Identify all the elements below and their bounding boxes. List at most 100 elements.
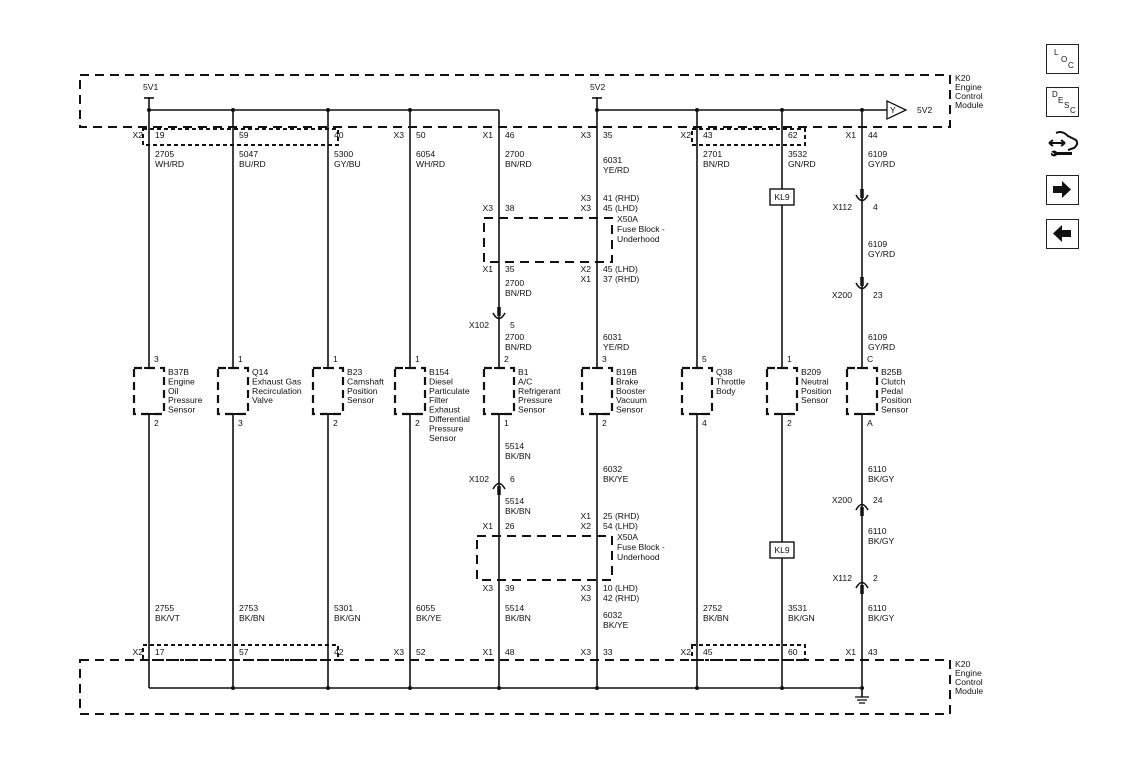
wire-mid-circuit: 6032 — [603, 464, 622, 474]
device-label: Pressure — [518, 395, 553, 405]
fuse-block-label: Underhood — [617, 552, 660, 562]
inline-connector-x200-female-icon — [855, 503, 869, 511]
fuse-bottom-out-connector: X3 — [482, 583, 493, 593]
device-label: B209 — [801, 367, 821, 377]
device-label: Pressure — [168, 395, 203, 405]
fuse-top-out-connector: X1 — [580, 274, 591, 284]
module-label-bottom: K20 — [955, 659, 971, 669]
device-label: Oil — [168, 386, 179, 396]
device-label: Q38 — [716, 367, 732, 377]
splice-box — [769, 188, 795, 206]
loc-letter: L — [1054, 48, 1059, 57]
wire-mid-circuit: 6110 — [868, 526, 887, 536]
bottom-connector-label: X3 — [393, 647, 404, 657]
fuse-block-label: X50A — [617, 214, 638, 224]
wire-top-color: WH/RD — [416, 159, 445, 169]
top-connector-label: X1 — [845, 130, 856, 140]
fuse-bottom-out-pin: 39 — [505, 583, 515, 593]
inline-connector-x112-female-icon — [855, 194, 869, 202]
location-button[interactable]: L O C — [1046, 44, 1079, 74]
wire-bottom-circuit: 6032 — [603, 610, 622, 620]
device-label: Sensor — [518, 405, 545, 415]
device-pin-out: 2 — [415, 418, 420, 428]
previous-button[interactable] — [1046, 219, 1079, 249]
top-pin-number: 62 — [788, 130, 798, 140]
device-label: Particulate — [429, 386, 470, 396]
wire-bottom-circuit: 3531 — [788, 603, 807, 613]
fuse-block-top-outline — [483, 217, 613, 263]
bottom-connector-label: X1 — [482, 647, 493, 657]
device-label: Sensor — [616, 405, 643, 415]
bottom-pin-number: 33 — [603, 647, 613, 657]
fuse-top-out-pin: 45 (LHD) — [603, 264, 638, 274]
wire-mid-color: BK/YE — [603, 474, 629, 484]
wire-top-color: BN/RD — [703, 159, 730, 169]
wire-top-circuit: 5300 — [334, 149, 353, 159]
top-connector-label: X3 — [580, 130, 591, 140]
fuse-bottom-in-pin: 54 (LHD) — [603, 521, 638, 531]
splice-box — [769, 541, 795, 559]
loc-letter: C — [1068, 61, 1074, 70]
inline-connector-x200-pin: 23 — [873, 290, 883, 300]
module-label-bottom: Engine — [955, 668, 982, 678]
wire-bottom-circuit: 2755 — [155, 603, 174, 613]
connector-view-icon[interactable] — [1046, 130, 1080, 163]
inline-connector-x102-pin: 6 — [510, 474, 515, 484]
top-pin-number: 59 — [239, 130, 249, 140]
fuse-top-out-connector: X1 — [482, 264, 493, 274]
desc-letter: C — [1070, 106, 1076, 115]
inline-connector-x200-pin: 24 — [873, 495, 883, 505]
fuse-top-in-connector: X3 — [482, 203, 493, 213]
device-pin-out: 4 — [702, 418, 707, 428]
next-button[interactable] — [1046, 175, 1079, 205]
bottom-pin-number: 43 — [868, 647, 878, 657]
device-label: B154 — [429, 367, 449, 377]
device-label: B1 — [518, 367, 529, 377]
top-connector-label: X3 — [393, 130, 404, 140]
fuse-bottom-in-connector: X1 — [482, 521, 493, 531]
device-label: Brake — [616, 376, 639, 386]
fuse-bottom-out-connector: X3 — [580, 593, 591, 603]
inline-connector-x102-label: X102 — [469, 320, 489, 330]
module-bottom-outline — [79, 659, 951, 715]
reference-label: 5V2 — [917, 105, 933, 115]
device-label: Neutral — [801, 376, 829, 386]
wire-top-color: BN/RD — [505, 159, 532, 169]
bottom-connector-label: X2 — [680, 647, 691, 657]
connector-x2-bracket-top — [691, 128, 806, 146]
wire-bottom-color: BK/BN — [703, 613, 729, 623]
fuse-top-out-pin: 37 (RHD) — [603, 274, 639, 284]
inline-connector-x102-female-icon — [492, 482, 506, 490]
fuse-block-bottom-outline — [476, 535, 613, 581]
arrow-left-icon — [1053, 225, 1071, 242]
wire-bottom-circuit: 6110 — [868, 603, 887, 613]
fuse-top-in-connector: X3 — [580, 193, 591, 203]
wire-mid-circuit: 5514 — [505, 496, 524, 506]
wire-bottom-color: BK/YE — [416, 613, 442, 623]
device-label: Exhaust Gas — [252, 376, 301, 386]
bottom-pin-number: 57 — [239, 647, 249, 657]
bottom-pin-number: 48 — [505, 647, 515, 657]
arrow-right-icon — [1053, 181, 1071, 198]
description-button[interactable]: D E S C — [1046, 87, 1079, 117]
device-label: Position — [347, 386, 378, 396]
wire-bottom-color: BK/GY — [868, 613, 895, 623]
desc-letter: D — [1052, 90, 1058, 99]
bottom-pin-number: 52 — [416, 647, 426, 657]
splice-label: KL9 — [774, 192, 790, 202]
device-label: Refrigerant — [518, 386, 561, 396]
device-label: Sensor — [801, 395, 828, 405]
wire-bottom-color: BK/GN — [334, 613, 361, 623]
fuse-block-label: Fuse Block - — [617, 224, 665, 234]
inline-connector-x200-label: X200 — [832, 290, 852, 300]
wire-mid-circuit: 5514 — [505, 441, 524, 451]
device-body — [582, 368, 612, 414]
device-label: Pedal — [881, 386, 903, 396]
device-body — [134, 368, 164, 414]
wire-mid-color: BK/GY — [868, 536, 895, 546]
device-label: B37B — [168, 367, 189, 377]
bottom-connector-label: X2 — [132, 647, 143, 657]
device-pin-in: C — [867, 354, 873, 364]
wire-bottom-circuit: 6055 — [416, 603, 435, 613]
device-label: Throttle — [716, 376, 745, 386]
